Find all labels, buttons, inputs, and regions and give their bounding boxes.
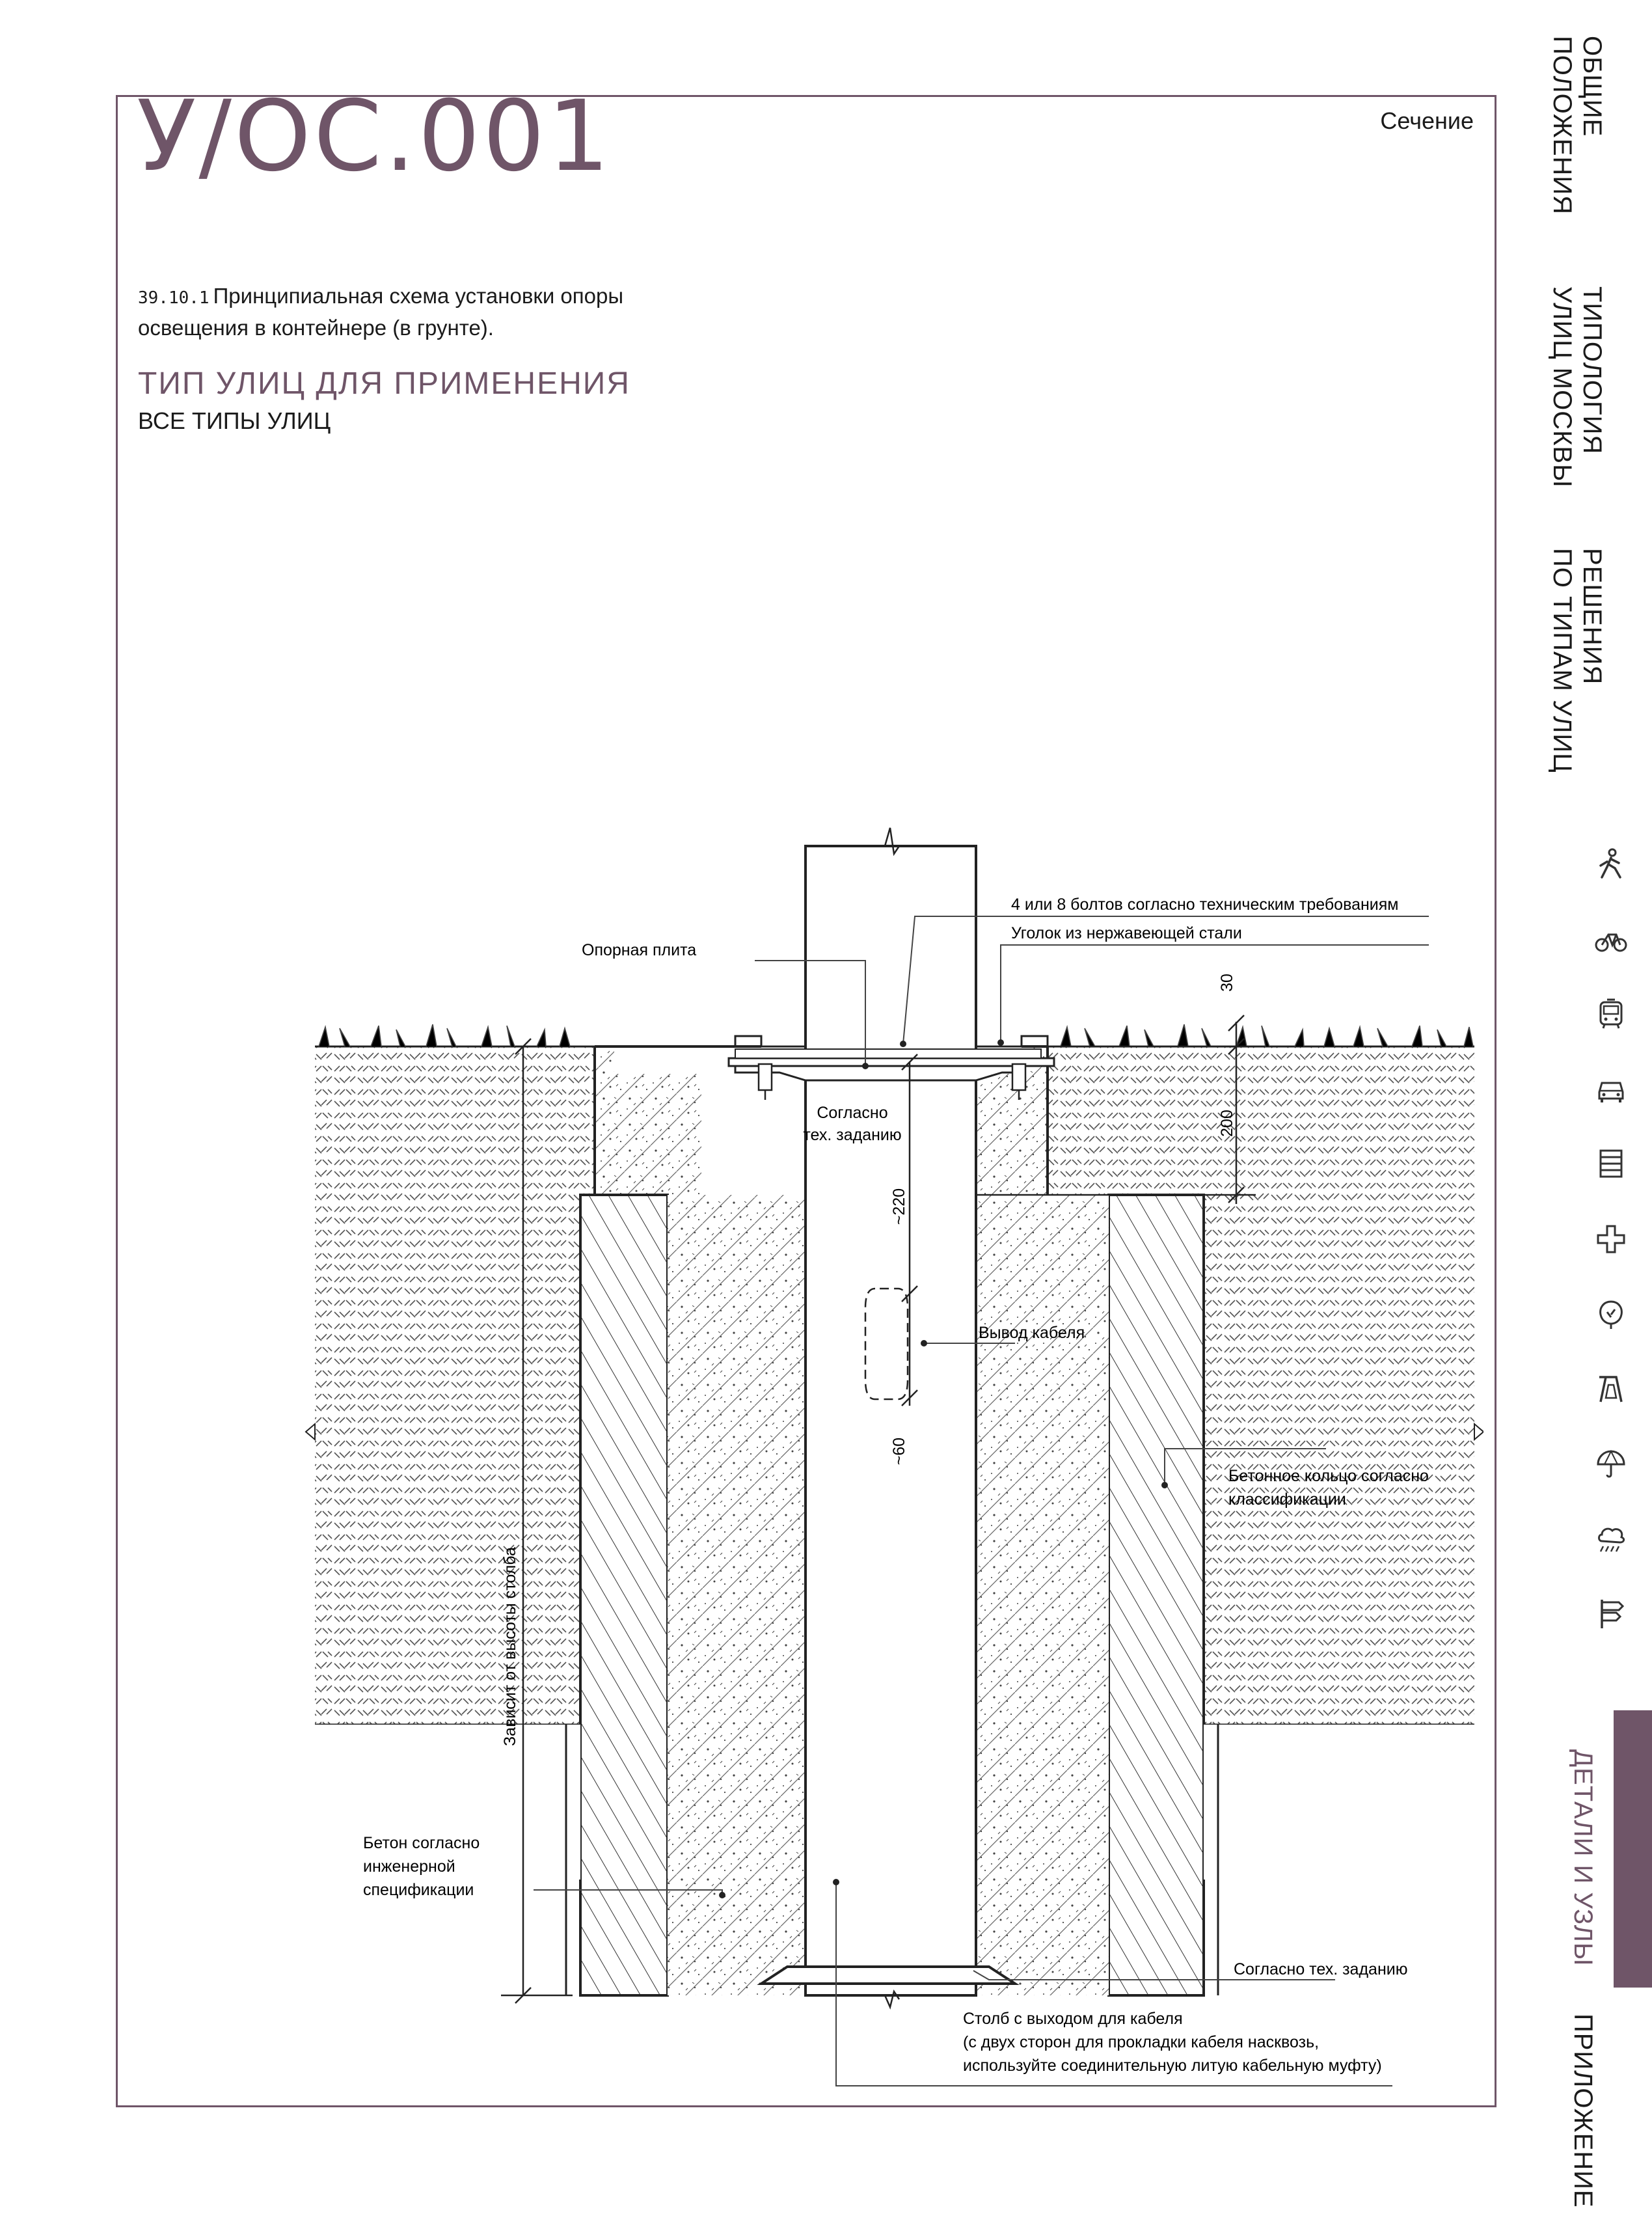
weather-icon[interactable] bbox=[1594, 1522, 1628, 1555]
section-drawing: 4 или 8 болтов согласно техническим треб… bbox=[286, 807, 1485, 2135]
soil-right-upper bbox=[1048, 1046, 1474, 1195]
label-pole-3: используйте соединительную литую кабельн… bbox=[963, 2057, 1382, 2075]
tram-icon[interactable] bbox=[1594, 997, 1628, 1031]
label-per-task-bottom: Согласно тех. заданию bbox=[1234, 1960, 1407, 1978]
label-ring-1: Бетонное кольцо согласно bbox=[1228, 1467, 1429, 1485]
dim-cable-height: ~60 bbox=[890, 1438, 908, 1465]
label-plate: Опорная плита bbox=[582, 941, 696, 959]
label-pole-1: Столб с выходом для кабеля bbox=[963, 2010, 1183, 2028]
tree-icon[interactable] bbox=[1594, 1298, 1628, 1332]
soil-left-neck bbox=[556, 1046, 595, 1195]
dim-top-gap: 30 bbox=[1218, 974, 1236, 992]
playground-icon[interactable] bbox=[1594, 1372, 1628, 1406]
nav-general[interactable]: ОБЩИЕ ПОЛОЖЕНИЯ bbox=[1548, 36, 1606, 215]
section-svg: 4 или 8 болтов согласно техническим треб… bbox=[305, 827, 1485, 2086]
nav-solutions[interactable]: РЕШЕНИЯ ПО ТИПАМ УЛИЦ bbox=[1548, 548, 1606, 773]
cross-icon[interactable] bbox=[1594, 1222, 1628, 1256]
umbrella-icon[interactable] bbox=[1594, 1447, 1628, 1481]
nav-details[interactable]: ДЕТАЛИ И УЗЛЫ bbox=[1569, 1749, 1597, 1967]
bicycle-icon[interactable] bbox=[1594, 923, 1628, 957]
page-frame bbox=[116, 95, 1496, 2107]
description-line-1: Принципиальная схема установки опоры bbox=[213, 284, 624, 308]
label-bolts: 4 или 8 болтов согласно техническим треб… bbox=[1011, 896, 1398, 914]
label-depth: Зависит от высоты столба bbox=[501, 1547, 519, 1746]
nav-appendix[interactable]: ПРИЛОЖЕНИЕ bbox=[1569, 2014, 1597, 2208]
label-per-task-2: тех. заданию bbox=[803, 1126, 901, 1144]
grass-line bbox=[318, 1024, 1474, 1047]
label-concrete-3: спецификации bbox=[363, 1881, 474, 1899]
signage-icon[interactable] bbox=[1594, 1597, 1628, 1631]
label-angle: Уголок из нержавеющей стали bbox=[1011, 924, 1242, 942]
label-concrete-2: инженерной bbox=[363, 1857, 455, 1876]
concrete-ring-left bbox=[579, 1194, 669, 1997]
concrete-ring-right bbox=[1107, 1194, 1205, 1997]
parking-icon[interactable] bbox=[1594, 1147, 1628, 1181]
nav-typology[interactable]: ТИПОЛОГИЯ УЛИЦ МОСКВЫ bbox=[1548, 286, 1606, 488]
sheet-code: У/ОС.001 bbox=[137, 80, 612, 193]
label-ring-2: классификации bbox=[1228, 1490, 1346, 1509]
label-per-task-1: Согласно bbox=[817, 1104, 887, 1122]
description-line-2: освещения в контейнере (в грунте). bbox=[138, 316, 494, 340]
street-type-title: ТИП УЛИЦ ДЛЯ ПРИМЕНЕНИЯ bbox=[138, 366, 630, 401]
concrete-infill-left bbox=[668, 1195, 806, 1995]
label-cable-out: Вывод кабеля bbox=[979, 1324, 1085, 1342]
street-type-value: ВСЕ ТИПЫ УЛИЦ bbox=[138, 407, 331, 434]
label-pole-2: (с двух сторон для прокладки кабеля наск… bbox=[963, 2033, 1319, 2051]
dim-cable-from-top: ~220 bbox=[890, 1188, 908, 1225]
car-icon[interactable] bbox=[1594, 1073, 1628, 1106]
dim-upper-depth: 200 bbox=[1218, 1110, 1236, 1137]
pedestrian-icon[interactable] bbox=[1594, 847, 1628, 881]
figure-number: 39.10.1 bbox=[138, 288, 210, 308]
bottom-plate bbox=[757, 1965, 1020, 1985]
label-concrete-1: Бетон согласно bbox=[363, 1834, 480, 1852]
lighting-pole bbox=[804, 845, 977, 1997]
concrete-infill-right bbox=[976, 1195, 1109, 1995]
nav-active-marker bbox=[1614, 1710, 1652, 1988]
base-plate bbox=[727, 1057, 1055, 1067]
view-label: Сечение bbox=[1380, 107, 1474, 134]
